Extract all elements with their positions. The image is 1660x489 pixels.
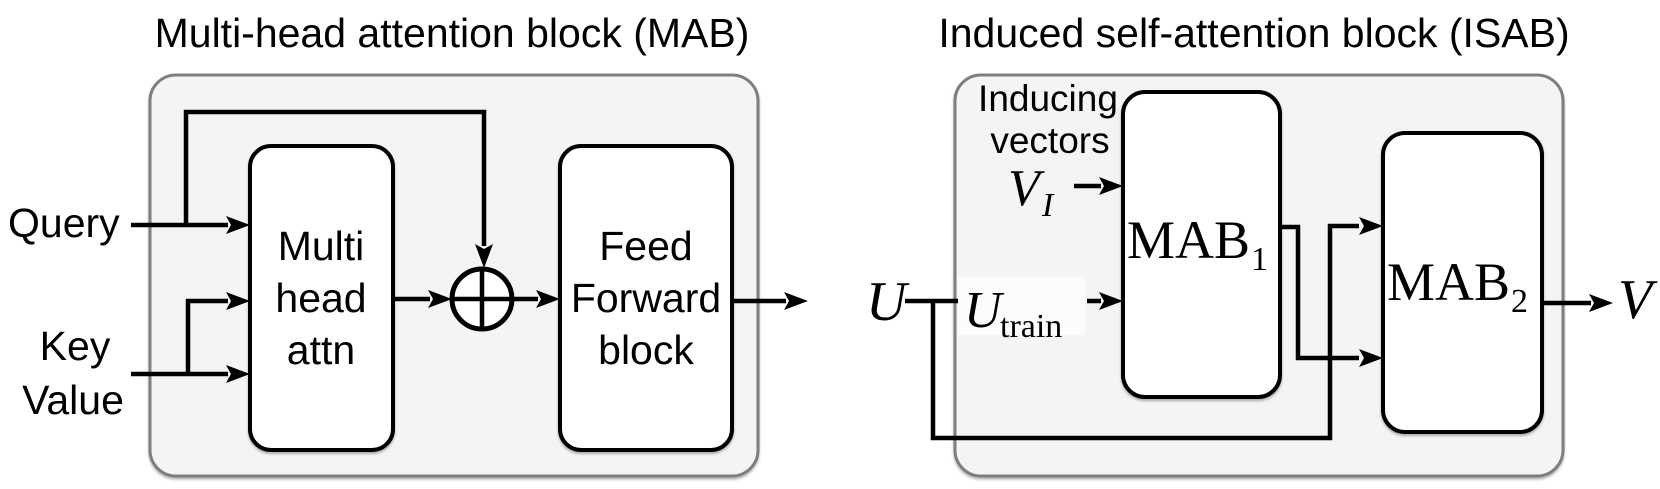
mab1-label: MAB [1127,210,1250,270]
sum-cross [452,269,512,329]
u-bypass-arrowhead-icon [1359,217,1383,235]
mab-output-arrowhead-icon [784,292,808,310]
u-train-arrowhead-icon [1099,292,1123,310]
multi-head-attn-label-line3: attn [287,327,355,373]
mab1-to-mab2-wire [1280,224,1359,361]
key-value-branch-arrowhead-icon [226,292,250,310]
mab2-label-subscript: 2 [1511,283,1528,320]
mab1-box [1121,90,1282,399]
inducing-label-line2: vectors [990,120,1109,161]
u-input-label: U [866,271,910,333]
key-value-branch-wire [185,298,228,372]
feed-forward-label-line1: Feed [599,223,692,269]
query-label: Query [8,200,120,246]
u-train-var: U [964,282,1005,339]
mab-title: Multi-head attention block (MAB) [155,10,750,56]
mab2-box [1381,131,1544,434]
mab1-to-mab2-arrowhead-icon [1359,349,1383,367]
multi-head-attn-label-line1: Multi [278,223,365,269]
u-train-var-subscript: train [1000,308,1062,345]
u-bypass-wire [930,223,1359,441]
mab1-label-subscript: 1 [1251,241,1268,278]
feed-forward-label-line3: block [598,327,694,373]
sum-circled-plus-icon [449,266,515,332]
attn-to-sum-arrowhead-icon [428,290,452,308]
query-arrowhead-icon [226,216,250,234]
feed-forward-box [558,144,734,452]
sum-to-ff-arrowhead-icon [536,290,560,308]
inducing-vectors-var: V [1008,160,1045,217]
value-label: Value [22,377,124,423]
key-value-arrowhead-icon [226,365,250,383]
isab-output-arrowhead-icon [1589,294,1613,312]
mab2-label: MAB [1387,252,1510,312]
residual-skip-wire [183,109,487,246]
v-output-label: V [1618,269,1658,331]
key-label: Key [40,323,111,369]
inducing-vectors-var-subscript: I [1041,187,1055,224]
isab-diagram: Induced self-attention block (ISAB) Indu… [866,10,1658,478]
isab-title: Induced self-attention block (ISAB) [938,10,1569,56]
u-train-label-background [958,277,1085,335]
multi-head-attn-label-line2: head [275,275,366,321]
multi-head-attn-box [248,144,395,452]
mab-diagram: Multi-head attention block (MAB) Query K… [8,10,808,478]
residual-skip-arrowhead-icon [475,244,493,268]
inducing-vectors-arrowhead-icon [1099,177,1123,195]
inducing-label-line1: Inducing [978,78,1118,119]
feed-forward-label-line2: Forward [571,275,721,321]
